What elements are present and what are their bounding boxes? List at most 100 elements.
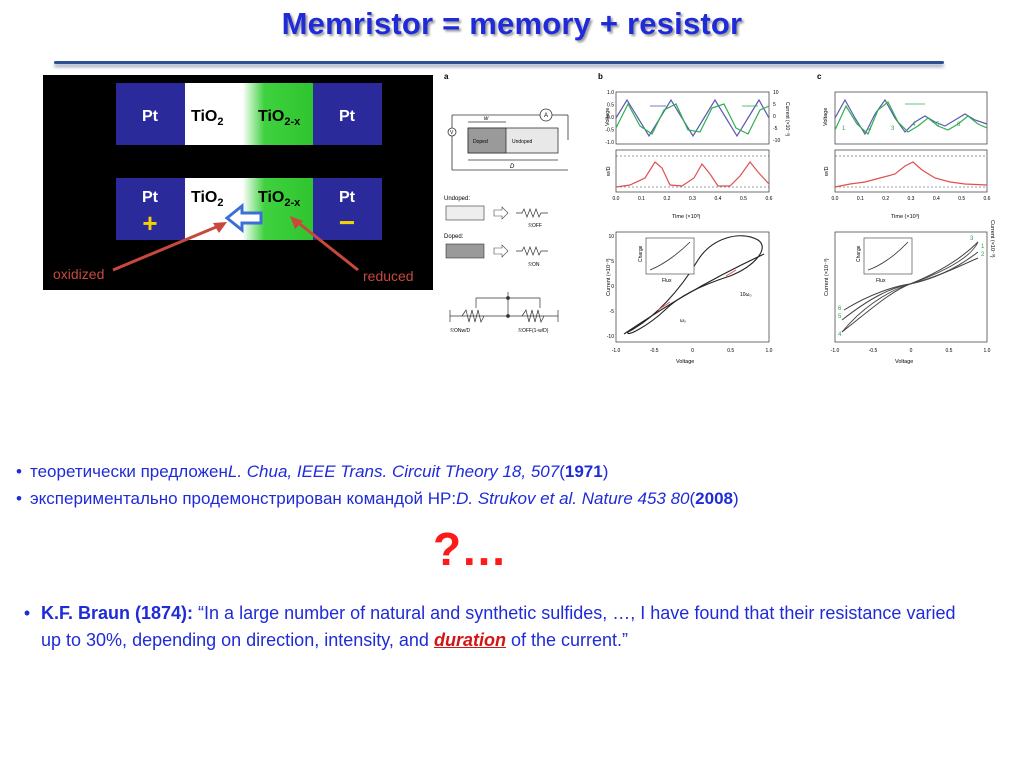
braun-name: K.F. Braun (1874): bbox=[41, 603, 194, 623]
r-off-wd-label: ℛOFF(1-w/D) bbox=[518, 328, 549, 334]
pt-label: Pt bbox=[339, 189, 356, 206]
bullet-dot: • bbox=[23, 603, 31, 623]
plus-sign: + bbox=[142, 208, 157, 238]
tick-label: 0.5 bbox=[958, 196, 965, 202]
tick-label: 5 bbox=[773, 102, 776, 108]
iv-number-label: 3 bbox=[970, 236, 974, 242]
figure-svg: a b c w A V Doped Undoped D Undoped: ℛOF… bbox=[444, 72, 995, 365]
b-iv-voltage-axis-label: Voltage bbox=[676, 359, 694, 365]
tick-label: -0.5 bbox=[869, 348, 878, 354]
svg-text:TiO2: TiO2 bbox=[191, 108, 224, 128]
cycle-number-label: 3 bbox=[891, 126, 895, 132]
iv-number-label: 2 bbox=[981, 252, 985, 258]
title-underline bbox=[54, 61, 944, 64]
cycle-number-label: 6 bbox=[957, 122, 961, 128]
reduced-label: reduced bbox=[363, 268, 414, 284]
tio2-layer-top bbox=[185, 83, 313, 145]
bullet-paren-right: ) bbox=[602, 462, 609, 481]
bullet-citation: L. Chua, IEEE Trans. Circuit Theory 18, … bbox=[227, 462, 560, 481]
svg-text:TiO2: TiO2 bbox=[191, 189, 224, 209]
doped-block bbox=[445, 243, 485, 259]
voltage-wave-line bbox=[615, 98, 770, 138]
c-time-axis-label: Time (×10³) bbox=[891, 214, 920, 220]
flux-inset-label: Flux bbox=[662, 278, 672, 284]
series-resistor-circuit bbox=[449, 292, 559, 324]
doped-legend-label: Doped: bbox=[444, 234, 464, 240]
tick-label: 1.0 bbox=[766, 348, 773, 354]
history-bullet-list: • теоретически предложен L. Chua, IEEE T… bbox=[8, 458, 1008, 512]
bullet-year: 1971 bbox=[564, 462, 603, 481]
panel-label-c: c bbox=[817, 72, 822, 81]
panel-label-a: a bbox=[444, 72, 449, 81]
tick-label: 0.4 bbox=[715, 196, 722, 202]
tick-label: -5 bbox=[773, 126, 778, 132]
r-on-label: ℛON bbox=[528, 262, 540, 268]
tick-label: -1.0 bbox=[612, 348, 621, 354]
tick-label: -10 bbox=[607, 334, 614, 340]
tio2x-label: TiO bbox=[258, 108, 284, 125]
tick-label: 0.3 bbox=[689, 196, 696, 202]
bullet-dot: • bbox=[16, 489, 22, 508]
undoped-region-label: Undoped bbox=[512, 139, 533, 145]
tick-label: 0.5 bbox=[607, 103, 614, 109]
iv-hysteresis-loop bbox=[627, 235, 763, 334]
tick-label: 0.0 bbox=[607, 115, 614, 121]
duration-emphasis: duration bbox=[433, 630, 506, 650]
tick-label: 0.1 bbox=[638, 196, 645, 202]
bullet-item-theory: • теоретически предложен L. Chua, IEEE T… bbox=[8, 458, 1008, 485]
c-current-axis-label: Current (×10⁻³) bbox=[989, 220, 995, 258]
tick-label: 0.2 bbox=[882, 196, 889, 202]
current-wave-line bbox=[615, 102, 770, 135]
cycle-number-label: 1 bbox=[842, 126, 846, 132]
panel-b-iv-plot bbox=[615, 231, 770, 343]
braun-quote: • K.F. Braun (1874): “In a large number … bbox=[17, 600, 977, 654]
iv-number-label: 4 bbox=[838, 332, 842, 338]
panel-b-time-plot bbox=[615, 91, 770, 193]
b-time-axis-label: Time (×10³) bbox=[672, 214, 701, 220]
bullet-paren-left: ( bbox=[559, 462, 565, 481]
wd-wave-line bbox=[615, 161, 770, 188]
tio2-label: TiO bbox=[191, 108, 217, 125]
pt-label: Pt bbox=[142, 108, 159, 125]
bullet-paren-left: ( bbox=[689, 489, 696, 508]
charge-inset-label: Charge bbox=[638, 245, 644, 262]
tick-label: -0.5 bbox=[650, 348, 659, 354]
tick-label: 0 bbox=[611, 284, 614, 290]
hollow-arrow-icon bbox=[493, 206, 509, 220]
r-on-wd-label: ℛONw/D bbox=[450, 328, 470, 334]
slide-title: Memristor = memory + resistor bbox=[281, 6, 743, 41]
b-voltage-axis-label: Voltage bbox=[605, 108, 611, 126]
pt-label: Pt bbox=[339, 108, 356, 125]
b-iv-current-axis-label: Current (×10⁻³) bbox=[606, 258, 612, 296]
tick-label: 0.5 bbox=[740, 196, 747, 202]
oxidized-arrow-icon bbox=[112, 222, 227, 272]
tick-label: 1.0 bbox=[607, 90, 614, 96]
tick-label: 0.0 bbox=[832, 196, 839, 202]
pt-right-top bbox=[313, 83, 382, 145]
panel-label-b: b bbox=[598, 72, 603, 81]
tio2x-subscript: 2-x bbox=[284, 197, 301, 209]
pt-right-bottom bbox=[313, 178, 382, 240]
memristor-device-diagram: Pt TiO2 TiO2-x Pt Pt + TiO2 TiO2-x Pt − … bbox=[43, 75, 433, 290]
c-wd-axis-label: w/D bbox=[824, 167, 830, 178]
cycle-number-label: 5 bbox=[936, 122, 940, 128]
omega-label: ω₀ bbox=[680, 318, 686, 324]
bullet-citation: D. Strukov et al. Nature 453 80 bbox=[456, 489, 690, 508]
tick-label: 0.4 bbox=[933, 196, 940, 202]
hollow-arrow-icon bbox=[493, 244, 509, 258]
tio2x-label: TiO bbox=[258, 189, 284, 206]
pt-left-top bbox=[116, 83, 185, 145]
doped-region-label: Doped bbox=[473, 139, 488, 145]
tick-label: -1.0 bbox=[605, 140, 614, 146]
r-off-label: ℛOFF bbox=[528, 223, 542, 229]
c-current-wave-line bbox=[834, 101, 988, 136]
b-volt-ticks: 1.00.50.0-0.5-1.0 bbox=[605, 90, 614, 146]
c-iv-current-axis-label: Current (×10⁻³) bbox=[824, 258, 830, 296]
bullet-year: 2008 bbox=[695, 489, 733, 508]
tio2-subscript: 2 bbox=[217, 116, 223, 128]
